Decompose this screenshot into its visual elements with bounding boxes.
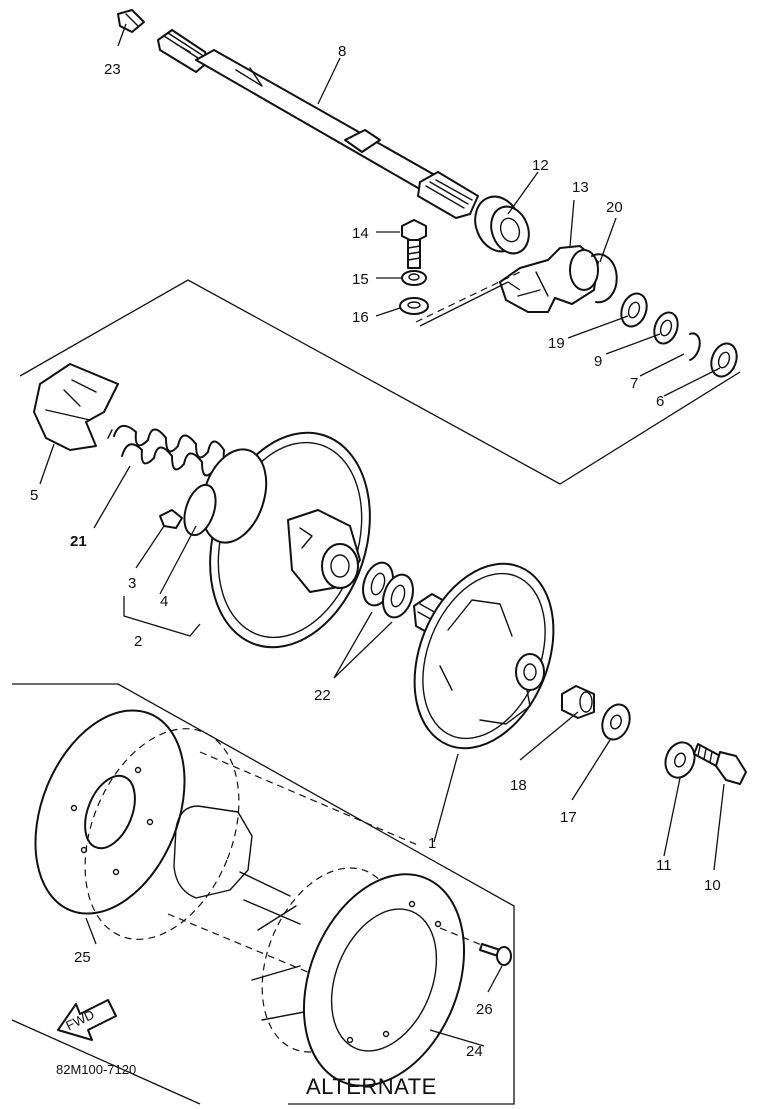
part-label-17: 17: [560, 809, 577, 826]
bracket-reference-line: [419, 281, 521, 327]
circlip-part-20: [591, 253, 618, 304]
alternate-sheave-part-24: [251, 867, 466, 1087]
washer-part-9: [653, 311, 679, 345]
leader-lines: [39, 23, 725, 1047]
part-label-12: 12: [532, 157, 549, 174]
part-label-16: 16: [352, 309, 369, 326]
part-label-14: 14: [352, 225, 369, 242]
part-label-22: 22: [314, 687, 331, 704]
part-label-20: 20: [606, 199, 623, 216]
assembly-centerline: [415, 271, 521, 323]
bolt-part-14: [401, 219, 427, 269]
part-label-1: 1: [428, 835, 436, 852]
part-label-24: 24: [466, 1043, 483, 1060]
washer-part-6: [710, 342, 738, 378]
part-label-2: 2: [134, 633, 142, 650]
bolt-part-10: [693, 743, 747, 785]
fwd-arrow-icon: [57, 999, 117, 1041]
collar-part-19: [620, 292, 648, 328]
part-label-10: 10: [704, 877, 721, 894]
part-label-11: 11: [656, 857, 672, 874]
part-label-26: 26: [476, 1001, 493, 1018]
collar-part-18: [561, 685, 595, 719]
part-label-13: 13: [572, 179, 589, 196]
part-label-8: 8: [338, 43, 346, 60]
alternate-sheave-part-25: [34, 709, 186, 915]
assembly-outline: [19, 279, 741, 485]
screw-part-26: [439, 927, 512, 966]
part-label-25: 25: [74, 949, 91, 966]
cap-part-23: [117, 9, 145, 33]
washer-part-16: [399, 297, 429, 315]
part-label-7: 7: [630, 375, 638, 392]
sheave-part-2: [200, 431, 371, 649]
cam-part-5: [33, 363, 119, 451]
part-label-23: 23: [104, 61, 121, 78]
part-label-18: 18: [510, 777, 527, 794]
part-label-4: 4: [160, 593, 168, 610]
washer-part-11: [664, 741, 696, 779]
circlip-part-7: [689, 332, 701, 361]
part-labels: 8 23 12 13 20 14 15 16 19 9 7 6 5 21 3 4…: [30, 43, 721, 1060]
diagram-code: 82M100-7120: [56, 1062, 136, 1077]
alternate-outline: [11, 683, 515, 1105]
part-label-9: 9: [594, 353, 602, 370]
part-label-3: 3: [128, 575, 136, 592]
lockwasher-part-15: [401, 270, 427, 286]
alternate-label: ALTERNATE: [306, 1074, 437, 1099]
part-label-21: 21: [70, 533, 87, 550]
shaft-part-8: [157, 29, 479, 219]
alternate-hub-dashed: [84, 728, 421, 1003]
washer-part-17: [601, 703, 631, 741]
fixed-sheave-part-1: [413, 562, 555, 750]
part-label-5: 5: [30, 487, 38, 504]
bracket-part-13: [499, 245, 599, 313]
washers-part-22: [362, 561, 414, 619]
slider-part-3: [159, 509, 183, 529]
part-label-15: 15: [352, 271, 369, 288]
part-label-6: 6: [656, 393, 664, 410]
spring-part-21: [107, 425, 235, 477]
part-label-19: 19: [548, 335, 565, 352]
bearing-part-12: [474, 195, 530, 255]
